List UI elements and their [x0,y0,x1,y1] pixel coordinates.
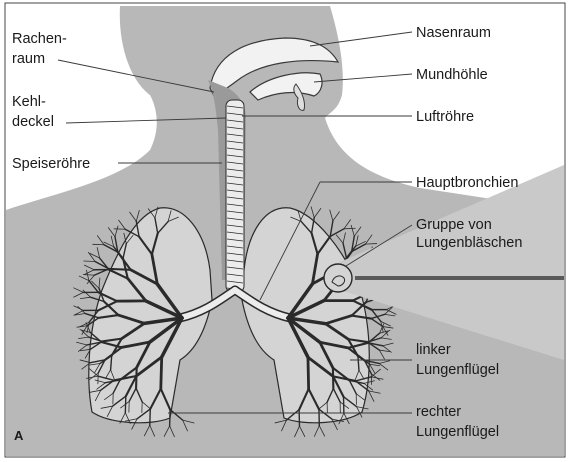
alveoli-group-circle [324,264,352,292]
label-left-lung-line1: linker [416,342,451,358]
label-trachea: Luftröhre [416,109,474,125]
trachea [226,100,244,292]
bronchiole-branch [109,269,131,270]
bronchiole-branch [161,357,162,389]
label-right-lung-line1: rechter [416,404,461,420]
label-esophagus: Speiseröhre [12,156,90,172]
label-epiglottis-line1: Kehl- [12,94,46,110]
label-pharynx-line1: Rachen- [12,31,67,47]
label-alveoli-line1: Gruppe von [416,217,492,233]
label-nasal-cavity: Nasenraum [416,25,491,41]
label-oral-cavity: Mundhöhle [416,67,488,83]
bronchiole-branch [308,357,309,389]
label-pharynx-line2: raum [12,51,45,67]
label-epiglottis-line2: deckel [12,114,54,130]
label-right-lung-line2: Lungenflügel [416,424,499,440]
bronchiole-branch [365,244,376,245]
label-left-lung-line2: Lungenflügel [416,362,499,378]
label-alveoli-line2: Lungenbläschen [416,235,522,251]
label-main-bronchi: Hauptbronchien [416,175,518,191]
bronchiole-branch [344,228,355,229]
panel-label: A [14,428,24,443]
